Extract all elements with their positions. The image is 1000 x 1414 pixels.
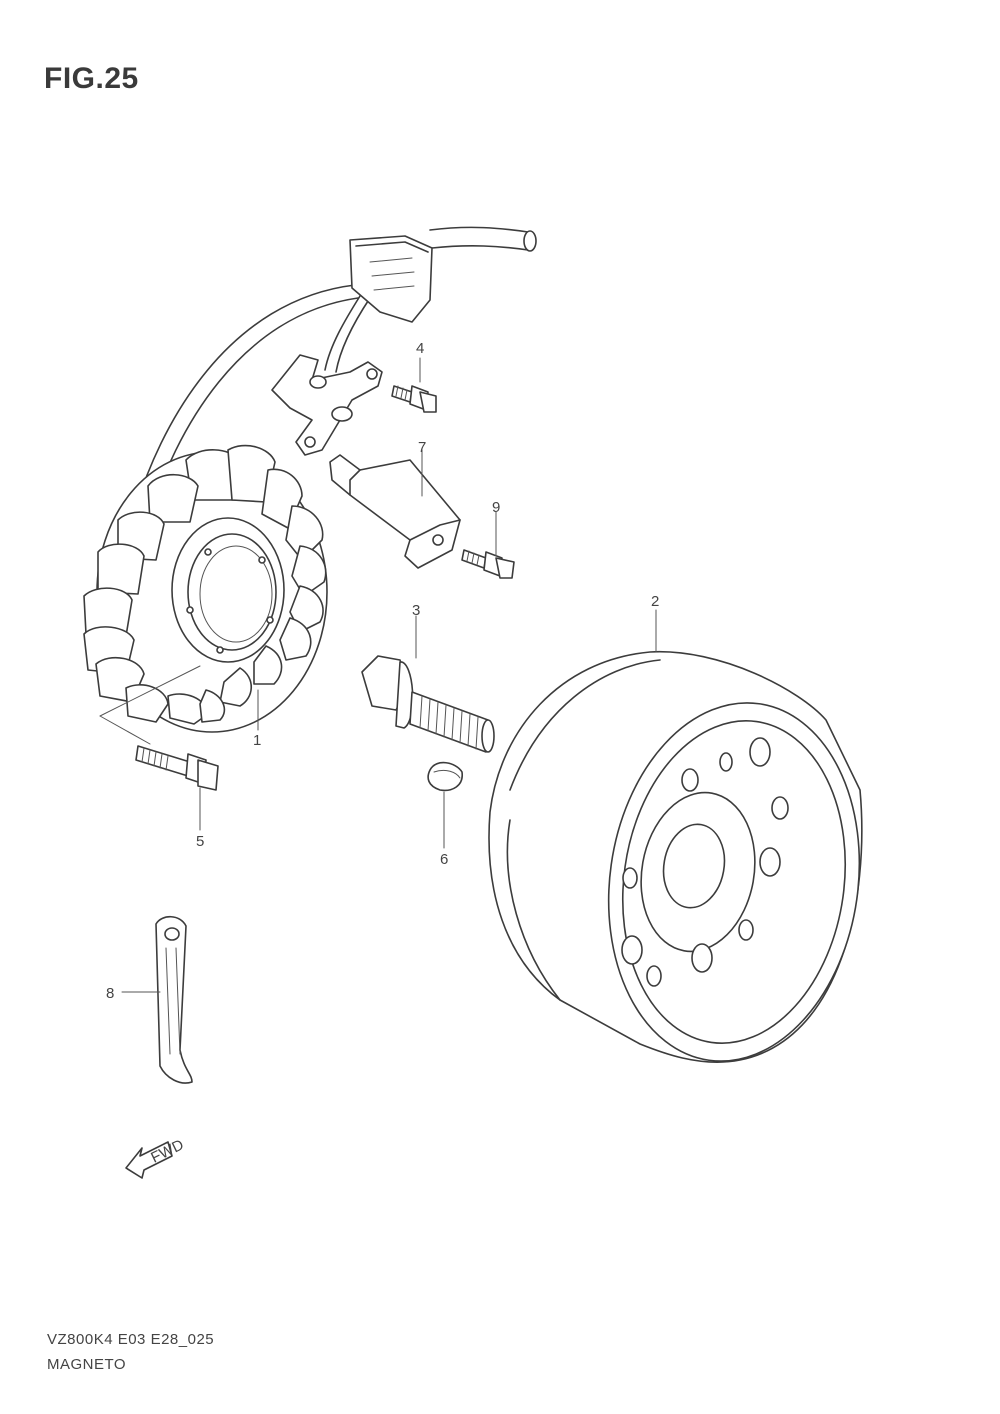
diagram-name: MAGNETO: [47, 1356, 127, 1373]
callout-6: 6: [440, 851, 448, 868]
callout-1: 1: [253, 732, 261, 749]
rotor-part-2: [488, 650, 863, 1063]
bolt-part-4: [391, 385, 437, 413]
bolt-part-9: [461, 549, 515, 579]
figure-title: FIG.25: [44, 62, 139, 95]
callout-2: 2: [651, 593, 659, 610]
key-part-6: [427, 761, 463, 792]
bolt-part-3: [361, 655, 495, 753]
wire-clamp: [271, 354, 383, 456]
bolt-part-5: [135, 745, 219, 791]
bracket-part-7: [329, 454, 461, 569]
callout-8: 8: [106, 985, 114, 1002]
stator-windings: [83, 444, 327, 725]
callout-9: 9: [492, 499, 500, 516]
diagram-code: VZ800K4 E03 E28_025: [47, 1331, 215, 1348]
callout-5: 5: [196, 833, 204, 850]
leader-lines: [99, 357, 657, 993]
coupler-connector: [349, 235, 433, 323]
forward-arrow-icon: FWD: [125, 1136, 187, 1179]
callout-3: 3: [412, 602, 420, 619]
callout-7: 7: [418, 439, 426, 456]
plate-part-8: [155, 915, 193, 1084]
fwd-label: FWD: [148, 1136, 186, 1166]
callout-4: 4: [416, 340, 424, 357]
callout-numbers: 4 7 9 3 2 1 5 6 8: [106, 340, 659, 1002]
stator-part-1: [83, 444, 328, 733]
